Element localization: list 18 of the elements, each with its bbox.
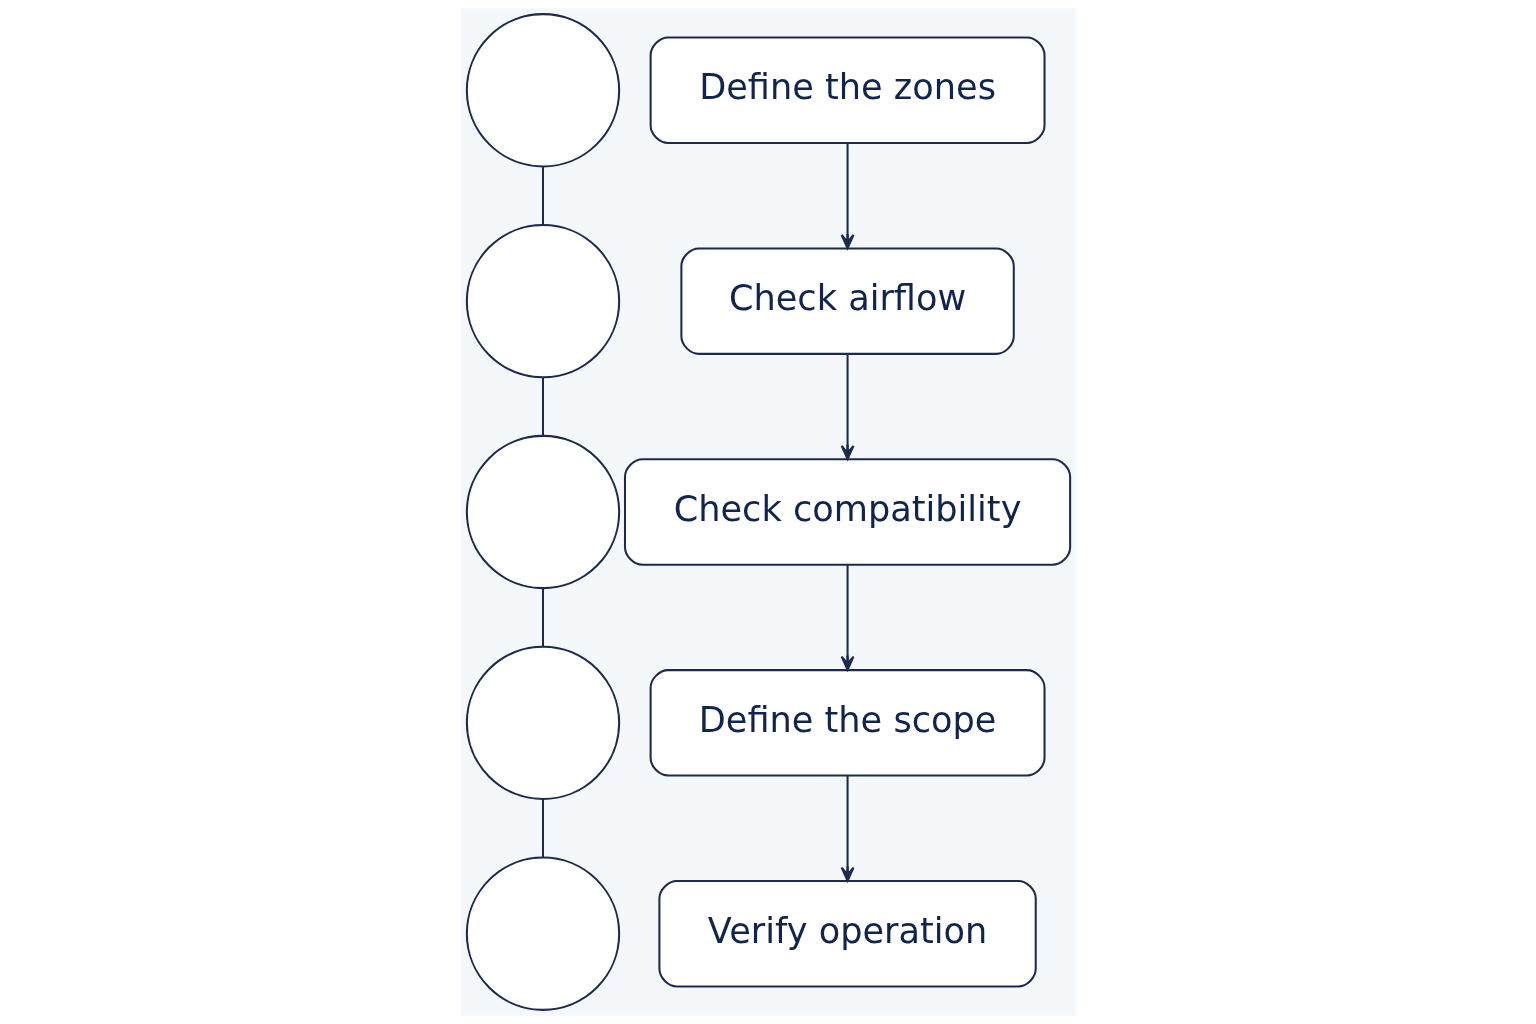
connector — [541, 377, 544, 436]
connector — [541, 588, 544, 647]
connector — [541, 166, 544, 225]
node-box: Verify operation — [657, 879, 1037, 988]
node-box: Define the zones — [649, 36, 1046, 145]
node-circle — [465, 13, 620, 168]
arrow — [840, 143, 855, 250]
node-circle — [465, 223, 620, 379]
node-box: Check airflow — [679, 247, 1015, 355]
arrow — [840, 564, 855, 671]
node-box: Check compatibility — [623, 458, 1071, 566]
node-box: Define the scope — [649, 669, 1046, 777]
node-circle — [465, 434, 620, 590]
node-circle — [465, 856, 620, 1011]
arrow — [840, 354, 855, 461]
connector — [541, 799, 544, 858]
arrow — [840, 775, 855, 882]
node-circle — [465, 645, 620, 801]
